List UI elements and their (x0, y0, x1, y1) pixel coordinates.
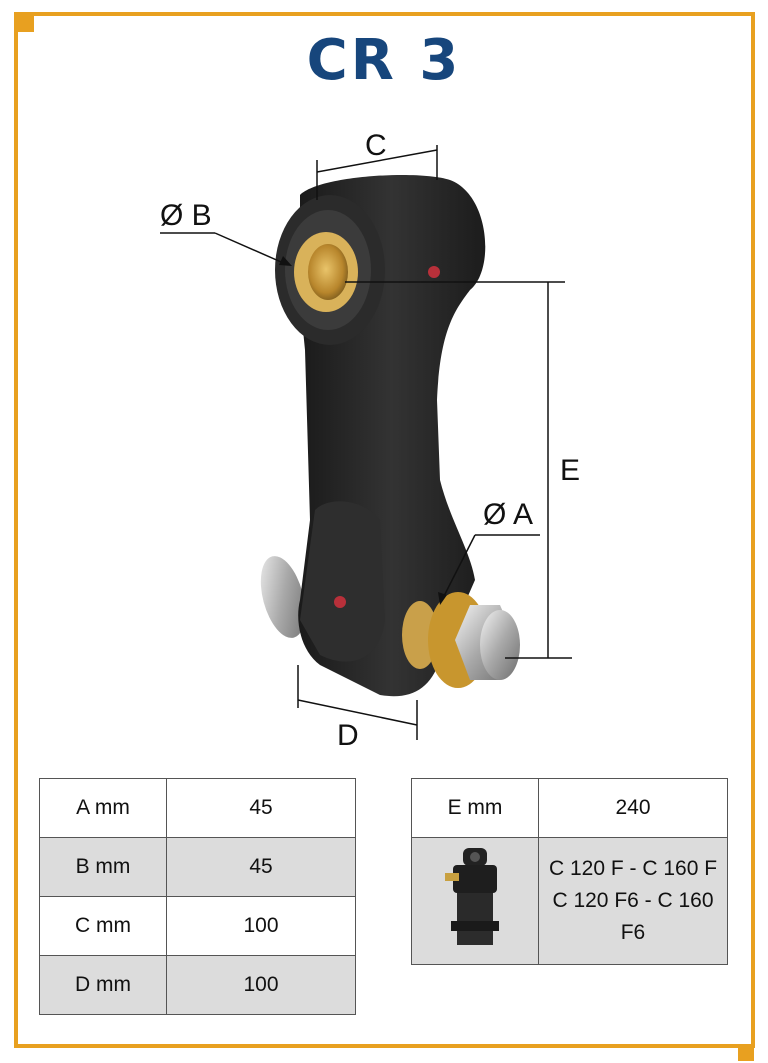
frame-corner-bottom-right (738, 1045, 754, 1061)
frame-corner-top-left (18, 16, 34, 32)
table-row: C mm 100 (39, 896, 356, 956)
link-drawing: C Ø B E Ø A D (160, 129, 580, 752)
spec-label: D mm (39, 955, 167, 1015)
rear-bolt-head (260, 556, 306, 638)
b-arrowhead (279, 256, 292, 266)
dim-label-b: Ø B (160, 199, 212, 232)
spec-value: 45 (166, 778, 356, 838)
spec-value: 240 (538, 778, 728, 838)
spec-value: 100 (166, 896, 356, 956)
link-body (275, 175, 486, 697)
spec-label: A mm (39, 778, 167, 838)
bushing-b (294, 232, 358, 312)
compatible-models: C 120 F - C 160 F C 120 F6 - C 160 F6 (538, 837, 728, 965)
dim-label-e: E (560, 454, 580, 487)
product-title: CR 3 (306, 28, 462, 93)
compatibility-table: E mm 240 C 120 F - C 160 F C 120 F6 - C … (411, 778, 728, 965)
spec-value: 45 (166, 837, 356, 897)
dimensions-table: A mm 45 B mm 45 C mm 100 D mm 100 (39, 778, 356, 1015)
dimension-lines (160, 145, 572, 740)
spec-value: 100 (166, 955, 356, 1015)
table-row: B mm 45 (39, 837, 356, 897)
dim-label-d: D (337, 719, 359, 752)
table-row: E mm 240 (411, 778, 728, 838)
table-row: D mm 100 (39, 955, 356, 1015)
compat-line-1: C 120 F - C 160 F (548, 857, 718, 880)
spec-label: B mm (39, 837, 167, 897)
rotator-image (445, 848, 499, 945)
spec-label: E mm (411, 778, 539, 838)
compat-line-2: C 120 F6 - C 160 F6 (552, 889, 714, 944)
rotator-image-cell (411, 837, 539, 965)
pin-a-assembly (402, 592, 520, 688)
spec-label: C mm (39, 896, 167, 956)
dim-label-c: C (365, 129, 387, 162)
page-frame (14, 12, 755, 1048)
a-arrowhead (438, 592, 447, 605)
table-row: A mm 45 (39, 778, 356, 838)
table-row: C 120 F - C 160 F C 120 F6 - C 160 F6 (411, 837, 728, 965)
dim-label-a: Ø A (483, 498, 533, 531)
